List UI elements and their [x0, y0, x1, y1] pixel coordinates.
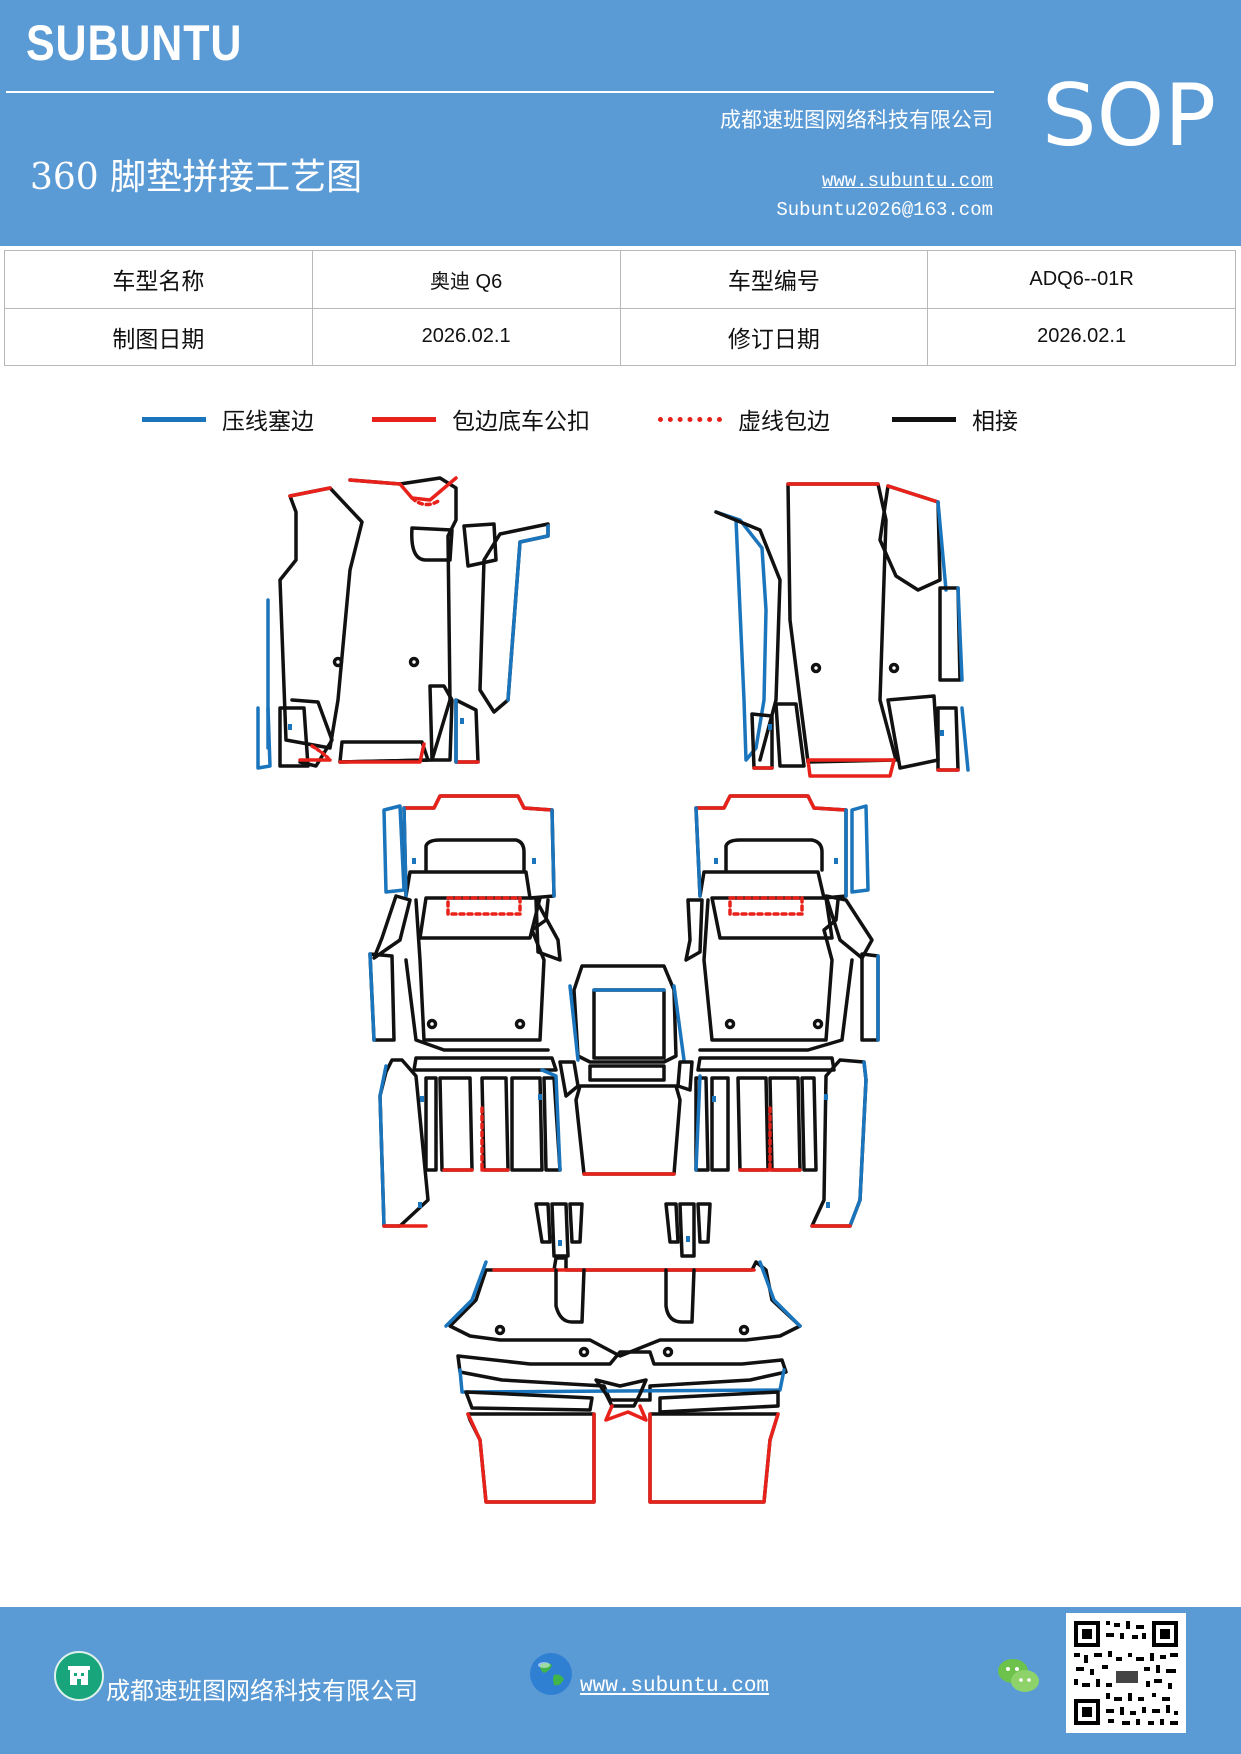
edge-legend: 压线塞边 包边底车公扣 虚线包边 相接 [0, 402, 1241, 442]
middle-left-mat [368, 794, 562, 1228]
building-icon [54, 1651, 104, 1701]
middle-right-mat [684, 794, 880, 1228]
front-left-mat [256, 476, 550, 770]
vehicle-info-table: 车型名称 奥迪 Q6 车型编号 ADQ6--01R 制图日期 2026.02.1… [4, 250, 1236, 366]
page-title: 360 脚垫拼接工艺图 [30, 157, 363, 198]
legend-item: 包边底车公扣 [372, 402, 590, 436]
model-code-value: ADQ6--01R [927, 250, 1236, 309]
legend-item: 压线塞边 [142, 402, 314, 436]
floor-mat-diagram [256, 476, 970, 1504]
model-code-label: 车型编号 [619, 250, 929, 309]
header-website-link[interactable]: www.subuntu.com [821, 170, 993, 192]
legend-item: 虚线包边 [658, 402, 830, 436]
rear-mat [444, 1202, 802, 1504]
legend-swatch [892, 416, 956, 422]
draw-date-label: 制图日期 [4, 307, 313, 366]
wechat-icon[interactable] [996, 1655, 1042, 1697]
globe-icon [528, 1651, 574, 1697]
revision-date-label: 修订日期 [619, 307, 929, 366]
center-tunnel-mat [558, 964, 694, 1176]
model-name-label: 车型名称 [4, 250, 313, 309]
sop-badge: SOP [1042, 66, 1217, 166]
legend-swatch [372, 416, 436, 422]
legend-item: 相接 [892, 402, 1018, 436]
revision-date-value: 2026.02.1 [927, 307, 1236, 366]
header-divider [6, 91, 994, 93]
qr-code[interactable] [1066, 1613, 1186, 1733]
table-row: 制图日期 2026.02.1 修订日期 2026.02.1 [4, 307, 1236, 366]
footer-banner: 成都速班图网络科技有限公司 www.subuntu.com [0, 1607, 1241, 1754]
legend-swatch [142, 416, 206, 422]
legend-swatch [658, 416, 722, 422]
front-right-mat [714, 482, 970, 778]
legend-label: 包边底车公扣 [452, 409, 590, 435]
draw-date-value: 2026.02.1 [311, 307, 621, 366]
header-email[interactable]: Subuntu2026@163.com [776, 199, 993, 221]
model-name-value: 奥迪 Q6 [311, 250, 621, 309]
footer-company: 成都速班图网络科技有限公司 [106, 1677, 418, 1705]
header-banner: SUBUNTU 成都速班图网络科技有限公司 360 脚垫拼接工艺图 www.su… [0, 0, 1241, 246]
legend-label: 压线塞边 [222, 409, 314, 435]
table-row: 车型名称 奥迪 Q6 车型编号 ADQ6--01R [4, 250, 1236, 309]
legend-label: 相接 [972, 409, 1018, 435]
brand-logo: SUBUNTU [26, 15, 243, 71]
header-company: 成都速班图网络科技有限公司 [720, 108, 993, 132]
footer-website-link[interactable]: www.subuntu.com [580, 1675, 770, 1698]
legend-label: 虚线包边 [738, 409, 830, 435]
